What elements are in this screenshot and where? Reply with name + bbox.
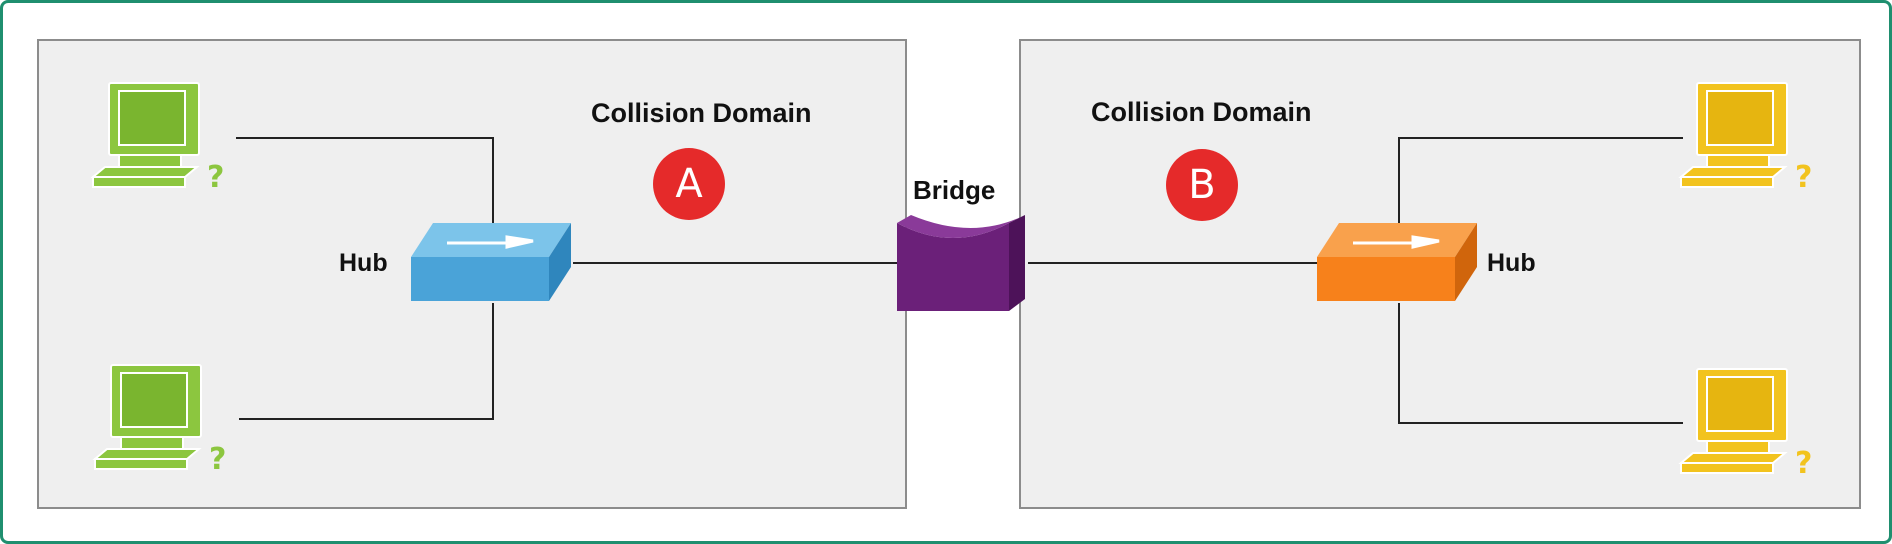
collision-domain-a-title: Collision Domain [591,98,812,128]
computer-a2-icon: ? [92,364,225,475]
bridge-icon [897,215,1025,311]
connection-lines [236,137,1683,424]
domain-a-badge: A [653,148,725,220]
wire-pc-a1-hub-a [236,137,494,223]
bridge-label: Bridge [913,175,996,205]
computer-b2-icon: ? [1678,368,1811,479]
hub-a-label: Hub [339,249,388,277]
wire-pc-a2-hub-a [239,303,494,420]
svg-text:?: ? [1795,446,1811,479]
hub-a-icon [411,223,571,301]
hub-b-label: Hub [1487,249,1536,277]
domain-b-badge: B [1166,149,1238,221]
wire-hub-b-pc-b1 [1398,137,1683,223]
svg-text:?: ? [1795,160,1811,193]
wire-hub-b-pc-b2 [1398,303,1683,424]
computer-a1-icon: ? [90,82,223,193]
hub-b-icon [1317,223,1477,301]
svg-text:?: ? [207,160,223,193]
collision-domain-b-title: Collision Domain [1091,97,1312,127]
svg-text:?: ? [209,442,225,475]
computer-b1-icon: ? [1678,82,1811,193]
